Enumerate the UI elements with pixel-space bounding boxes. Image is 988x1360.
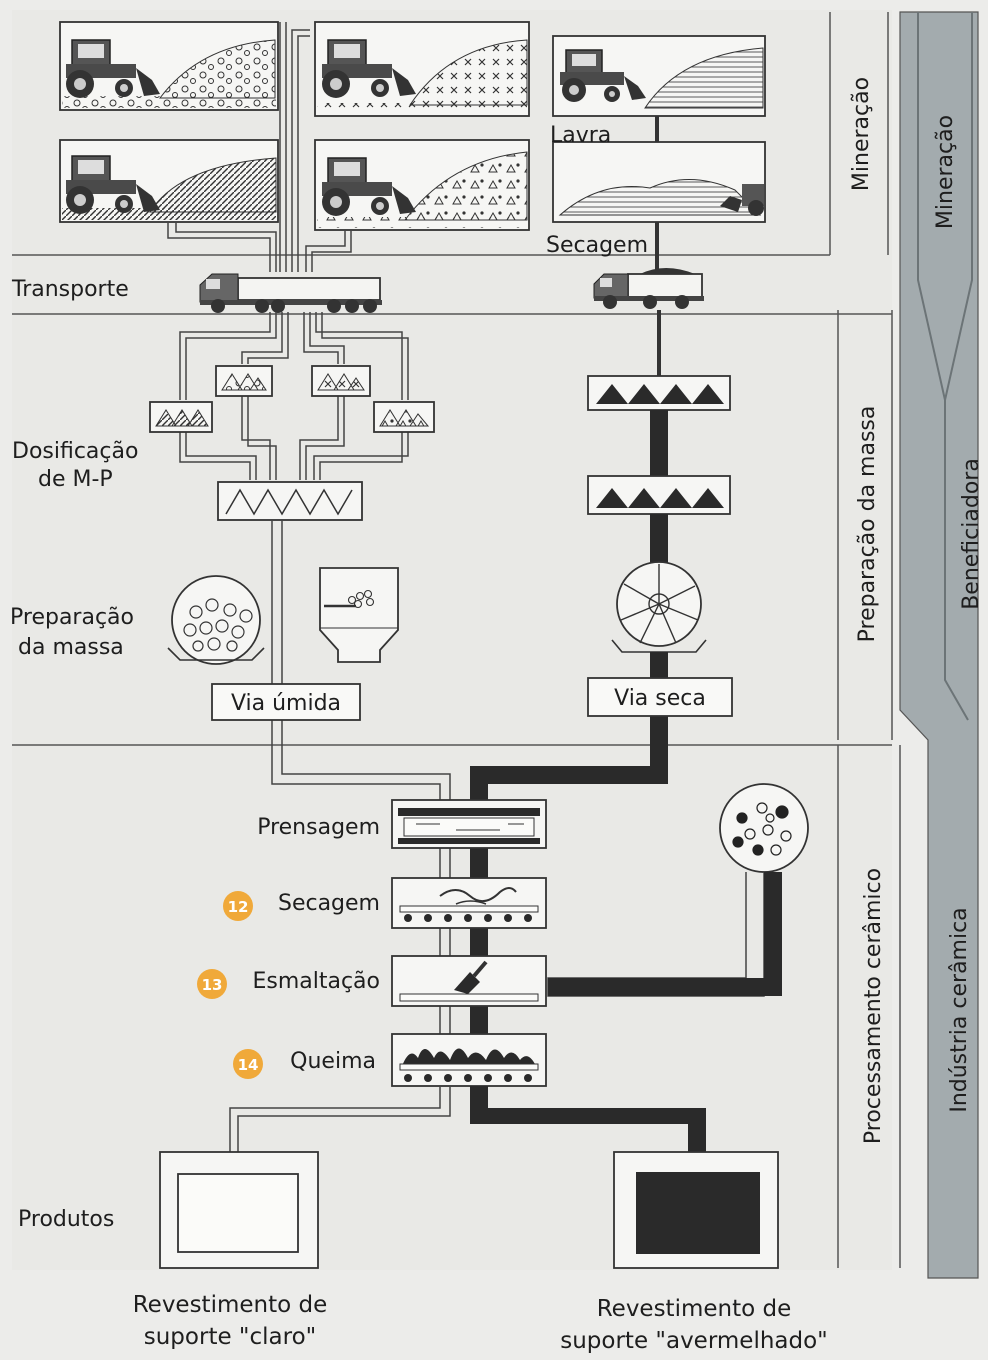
tractor-icon: [66, 39, 160, 98]
dosing-hopper: [373, 401, 435, 433]
brush-icon: [454, 960, 488, 994]
ball-mill-icon: [167, 575, 265, 665]
dry-line: [470, 310, 731, 800]
dosing-hopper: [215, 365, 273, 397]
product-light: [159, 1151, 319, 1269]
band-beneficiadora: Beneficiadora: [959, 458, 984, 610]
wet-line: [271, 520, 451, 800]
band-mineracao: Mineração: [933, 115, 958, 229]
mining-pipes: [167, 22, 659, 272]
tractor-icon: [322, 157, 416, 216]
dosificacao-label-2: de M-P: [38, 467, 113, 492]
dosing-hopper: [311, 365, 371, 397]
mixer-belt: [217, 481, 363, 521]
industry-band: [899, 11, 979, 1279]
mining-scenes: [59, 21, 766, 231]
band-industria: Indústria cerâmica: [947, 907, 972, 1112]
esmaltacao-label: Esmaltação: [252, 969, 380, 994]
glaze-line: [547, 783, 809, 997]
glaze-station: [391, 955, 547, 1007]
dosing-pipes: [179, 312, 409, 480]
section-processamento: Processamento cerâmico: [861, 868, 886, 1144]
product-claro-caption: Revestimento de: [133, 1292, 328, 1318]
lavra-label: Lavra: [550, 123, 611, 148]
small-loader-icon: [720, 184, 764, 216]
truck-icon-right: [593, 268, 704, 309]
product-red: [613, 1151, 779, 1269]
dryer-station: [391, 877, 547, 929]
via-seca-box: Via seca: [587, 677, 733, 717]
prensagem-label: Prensagem: [257, 815, 380, 840]
via-umida-label: Via úmida: [231, 691, 341, 716]
hammer-mill-icon: [611, 561, 707, 653]
preparacao-label-2: da massa: [18, 635, 124, 660]
secagem-label: Secagem: [278, 891, 380, 916]
dosing-hopper: [149, 401, 213, 433]
product-avermelhado-caption: Revestimento de: [597, 1296, 792, 1322]
product-lines: [229, 1086, 706, 1152]
tractor-icon: [66, 155, 160, 214]
scene-triangles: [314, 139, 530, 231]
preparacao-label: Preparação: [10, 605, 134, 630]
product-claro-caption-2: suporte "claro": [144, 1324, 316, 1350]
section-preparacao: Preparação da massa: [855, 406, 880, 643]
via-umida-box: Via úmida: [211, 683, 361, 721]
silo-icon: [319, 567, 399, 663]
tractor-icon: [560, 49, 646, 102]
kiln-station: [391, 1033, 547, 1087]
processing-spine: [439, 848, 488, 1034]
badge-14: 14: [233, 1049, 263, 1079]
section-mineracao: Mineração: [849, 77, 874, 191]
secagem-top-label: Secagem: [546, 233, 648, 258]
svg-text:12: 12: [228, 898, 249, 916]
produtos-label: Produtos: [18, 1207, 114, 1232]
via-seca-label: Via seca: [614, 686, 706, 711]
dosificacao-label: Dosificação: [12, 439, 138, 464]
tractor-icon: [322, 39, 416, 98]
badge-12: 12: [223, 891, 253, 921]
truck-icon-left: [199, 273, 382, 313]
queima-label: Queima: [290, 1049, 376, 1074]
badge-13: 13: [197, 969, 227, 999]
scene-dots: [59, 21, 279, 111]
transporte-label: Transporte: [11, 277, 129, 302]
svg-text:13: 13: [202, 976, 223, 994]
svg-text:14: 14: [238, 1056, 259, 1074]
product-avermelhado-caption-2: suporte "avermelhado": [560, 1328, 828, 1354]
press-station: [391, 799, 547, 849]
fire-icon: [402, 1048, 536, 1066]
